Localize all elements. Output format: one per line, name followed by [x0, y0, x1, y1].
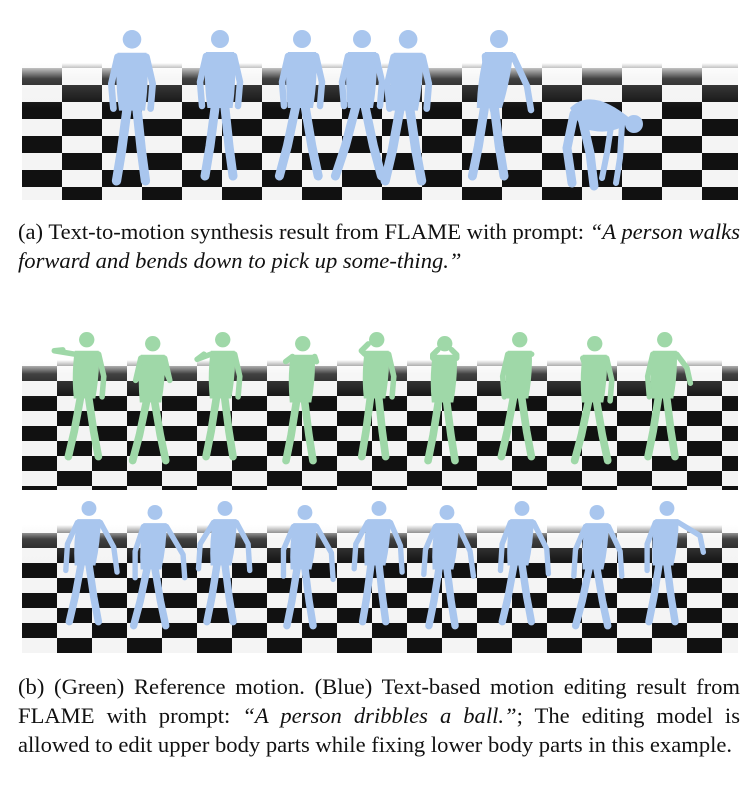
figure-b-caption: (b) (Green) Reference motion. (Blue) Tex… — [18, 672, 740, 759]
human-figure — [357, 332, 397, 461]
human-figure — [421, 505, 477, 630]
human-figure — [644, 332, 694, 461]
figure-a-image — [22, 28, 738, 200]
figure-a-caption: (a) Text-to-motion synthesis result from… — [18, 217, 740, 275]
figure-a-bodies — [107, 30, 643, 191]
figure-b-caption-text-2: ; The editing model is allowed to edit u… — [18, 703, 740, 757]
human-figure — [644, 501, 707, 626]
figure-b-label: (b) — [18, 674, 45, 699]
figure-b-edited-bodies — [63, 501, 707, 630]
human-figure — [274, 30, 326, 181]
figure-a-caption-text: Text-to-motion synthesis result from FLA… — [48, 219, 585, 244]
human-figure — [280, 505, 336, 630]
figure-a-label: (a) — [18, 219, 44, 244]
human-figure-bending — [562, 99, 643, 191]
figure-b-reference-bodies — [51, 332, 694, 465]
human-figure — [497, 332, 536, 461]
figure-a-prompt: “A person walks forward and bends down t… — [18, 219, 740, 273]
human-figure — [380, 30, 433, 186]
human-figure — [128, 336, 173, 465]
human-figure — [194, 332, 243, 461]
human-figure — [282, 336, 320, 465]
human-figure — [570, 336, 615, 465]
human-figure — [51, 332, 107, 461]
human-figure — [351, 501, 405, 626]
human-figure — [195, 501, 253, 626]
human-figure — [196, 30, 244, 181]
human-figure — [330, 30, 386, 181]
human-figure — [467, 30, 535, 181]
human-figure — [497, 501, 552, 626]
figure-b-edited-image — [22, 497, 738, 653]
human-figure — [129, 505, 188, 630]
figure-b-reference-image — [22, 330, 738, 490]
figure-b-caption-text: (Green) Reference motion. (Blue) Text-ba… — [18, 674, 740, 728]
human-figure — [571, 505, 625, 630]
human-figure — [63, 501, 120, 626]
figure-b-prompt: “A person dribbles a ball.” — [242, 703, 517, 728]
human-figure — [424, 336, 460, 465]
human-figure — [107, 30, 157, 186]
